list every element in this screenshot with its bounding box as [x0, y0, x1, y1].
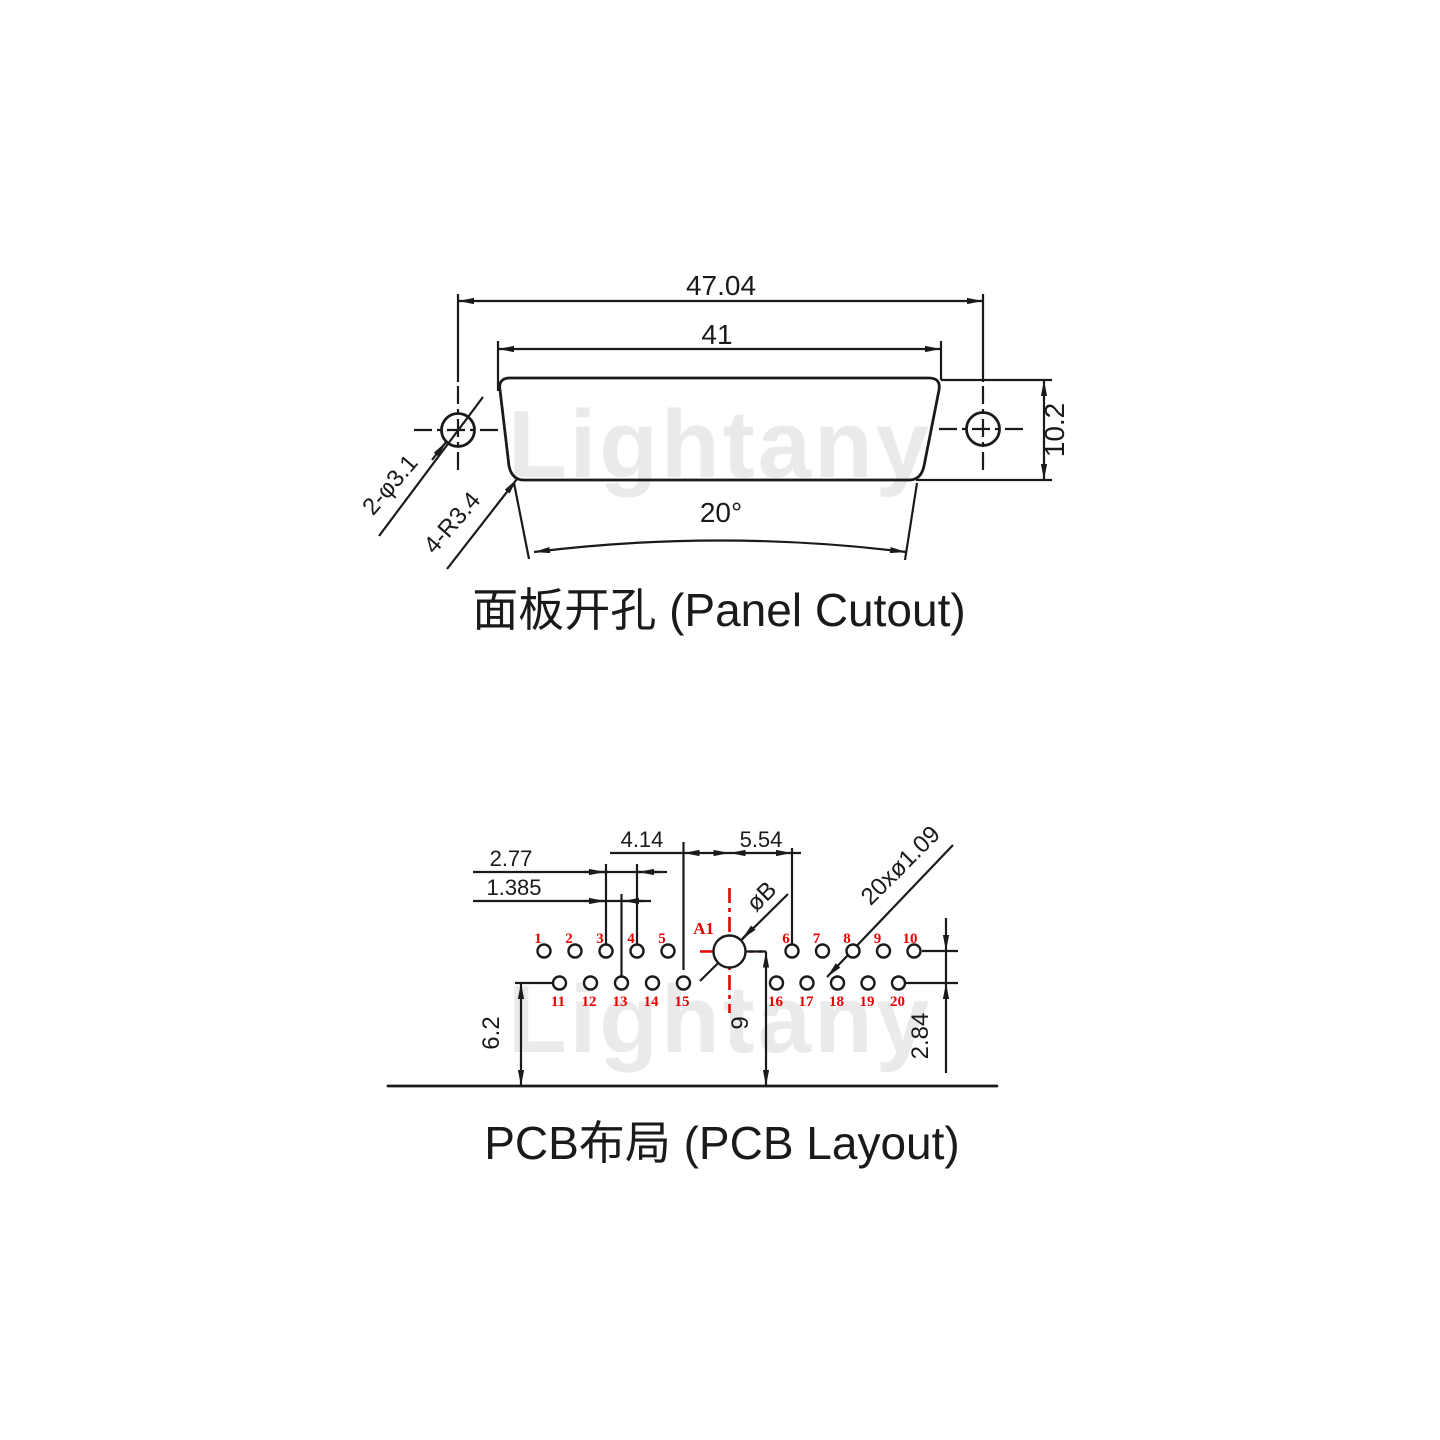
dim-6-2-label: 6.2: [478, 1016, 505, 1049]
dim-9: 9: [727, 950, 770, 1086]
pin-label-2: 2: [565, 931, 573, 947]
pin-label-15: 15: [675, 994, 690, 1010]
dim-9-label: 9: [727, 1016, 754, 1029]
dim-2-84: 2.84: [906, 918, 958, 1073]
dim-2-77: 2.77: [473, 846, 667, 876]
pin-label-16: 16: [768, 994, 784, 1010]
hole-a1-label: A1: [693, 919, 714, 938]
label-big-hole: øB: [741, 876, 782, 917]
dim-47-04-label: 47.04: [686, 270, 756, 301]
dim-47-04: 47.04: [456, 270, 985, 382]
pin-label-8: 8: [843, 931, 851, 947]
pin-label-3: 3: [596, 931, 604, 947]
label-mount-holes: 2-φ3.1: [357, 450, 423, 521]
dim-5-54: 5.54: [729, 827, 801, 857]
pin-label-1: 1: [534, 931, 542, 947]
dim-6-2: 6.2: [478, 981, 553, 1086]
pin-label-13: 13: [613, 994, 628, 1010]
angle-20: 20°: [512, 482, 919, 561]
pin-label-4: 4: [627, 931, 635, 947]
pin-row-top: 1 2 3 4 5 6 7 8 9 10: [534, 931, 922, 959]
dim-5-54-label: 5.54: [740, 827, 783, 852]
panel-caption: 面板开孔 (Panel Cutout): [472, 584, 965, 636]
pin-label-9: 9: [874, 931, 882, 947]
dim-10-2-label: 10.2: [1039, 403, 1070, 458]
dim-2-77-label: 2.77: [490, 846, 533, 871]
dim-41: 41: [496, 319, 943, 391]
dim-1-385: 1.385: [473, 875, 651, 905]
dim-20deg-label: 20°: [700, 497, 742, 528]
dim-4-14: 4.14: [610, 827, 730, 857]
dim-2-84-label: 2.84: [907, 1013, 934, 1060]
hole-a1: [712, 934, 747, 969]
watermark-top: Lightany: [508, 391, 932, 498]
mount-hole-right: [939, 386, 1027, 471]
pin-label-18: 18: [829, 994, 844, 1010]
watermark-bottom: Lightany: [508, 966, 932, 1073]
pin-label-11: 11: [551, 994, 565, 1010]
pin-label-10: 10: [903, 931, 918, 947]
dim-41-label: 41: [701, 319, 732, 350]
dim-10-2: 10.2: [916, 378, 1070, 482]
pin-label-17: 17: [799, 994, 815, 1010]
dim-1-385-label: 1.385: [486, 875, 541, 900]
cutout-outline: [498, 376, 941, 482]
pin-label-7: 7: [813, 931, 821, 947]
pin-label-6: 6: [782, 931, 790, 947]
pin-label-19: 19: [860, 994, 875, 1010]
pin-label-14: 14: [644, 994, 660, 1010]
leader-corner-radius: 4-R3.4: [419, 478, 518, 570]
pin-label-12: 12: [582, 994, 597, 1010]
pin-row-bottom: 11 12 13 14 15 16 17 18 19 20: [551, 975, 907, 1010]
pcb-caption: PCB布局 (PCB Layout): [484, 1117, 959, 1169]
label-corner-radius: 4-R3.4: [419, 487, 487, 559]
dim-4-14-label: 4.14: [621, 827, 664, 852]
pin-label-5: 5: [658, 931, 666, 947]
pin-label-20: 20: [890, 994, 905, 1010]
